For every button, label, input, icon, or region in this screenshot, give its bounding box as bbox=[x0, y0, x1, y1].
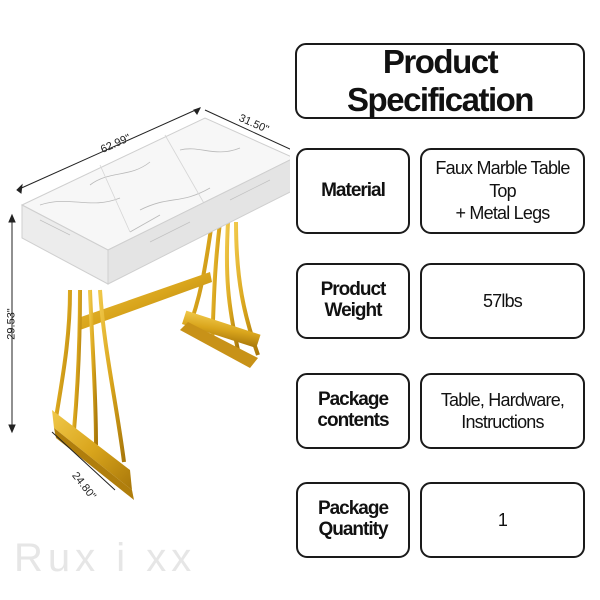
dimension-lines bbox=[8, 107, 290, 491]
spec-label-weight: Product Weight bbox=[296, 263, 410, 339]
spec-label-quantity: Package Quantity bbox=[296, 482, 410, 558]
table-illustration bbox=[8, 107, 290, 500]
watermark: Rux i xx bbox=[14, 536, 197, 580]
spec-value-contents: Table, Hardware, Instructions bbox=[420, 373, 585, 449]
spec-value-material: Faux Marble Table Top + Metal Legs bbox=[420, 148, 585, 234]
spec-value-quantity: 1 bbox=[420, 482, 585, 558]
spec-label-contents: Package contents bbox=[296, 373, 410, 449]
height-dimension-label: 29.53" bbox=[5, 308, 18, 340]
spec-title-text: Product Specification bbox=[347, 43, 534, 118]
spec-title: Product Specification bbox=[295, 43, 585, 119]
spec-value-weight: 57lbs bbox=[420, 263, 585, 339]
front-leg bbox=[54, 289, 126, 463]
spec-label-material: Material bbox=[296, 148, 410, 234]
